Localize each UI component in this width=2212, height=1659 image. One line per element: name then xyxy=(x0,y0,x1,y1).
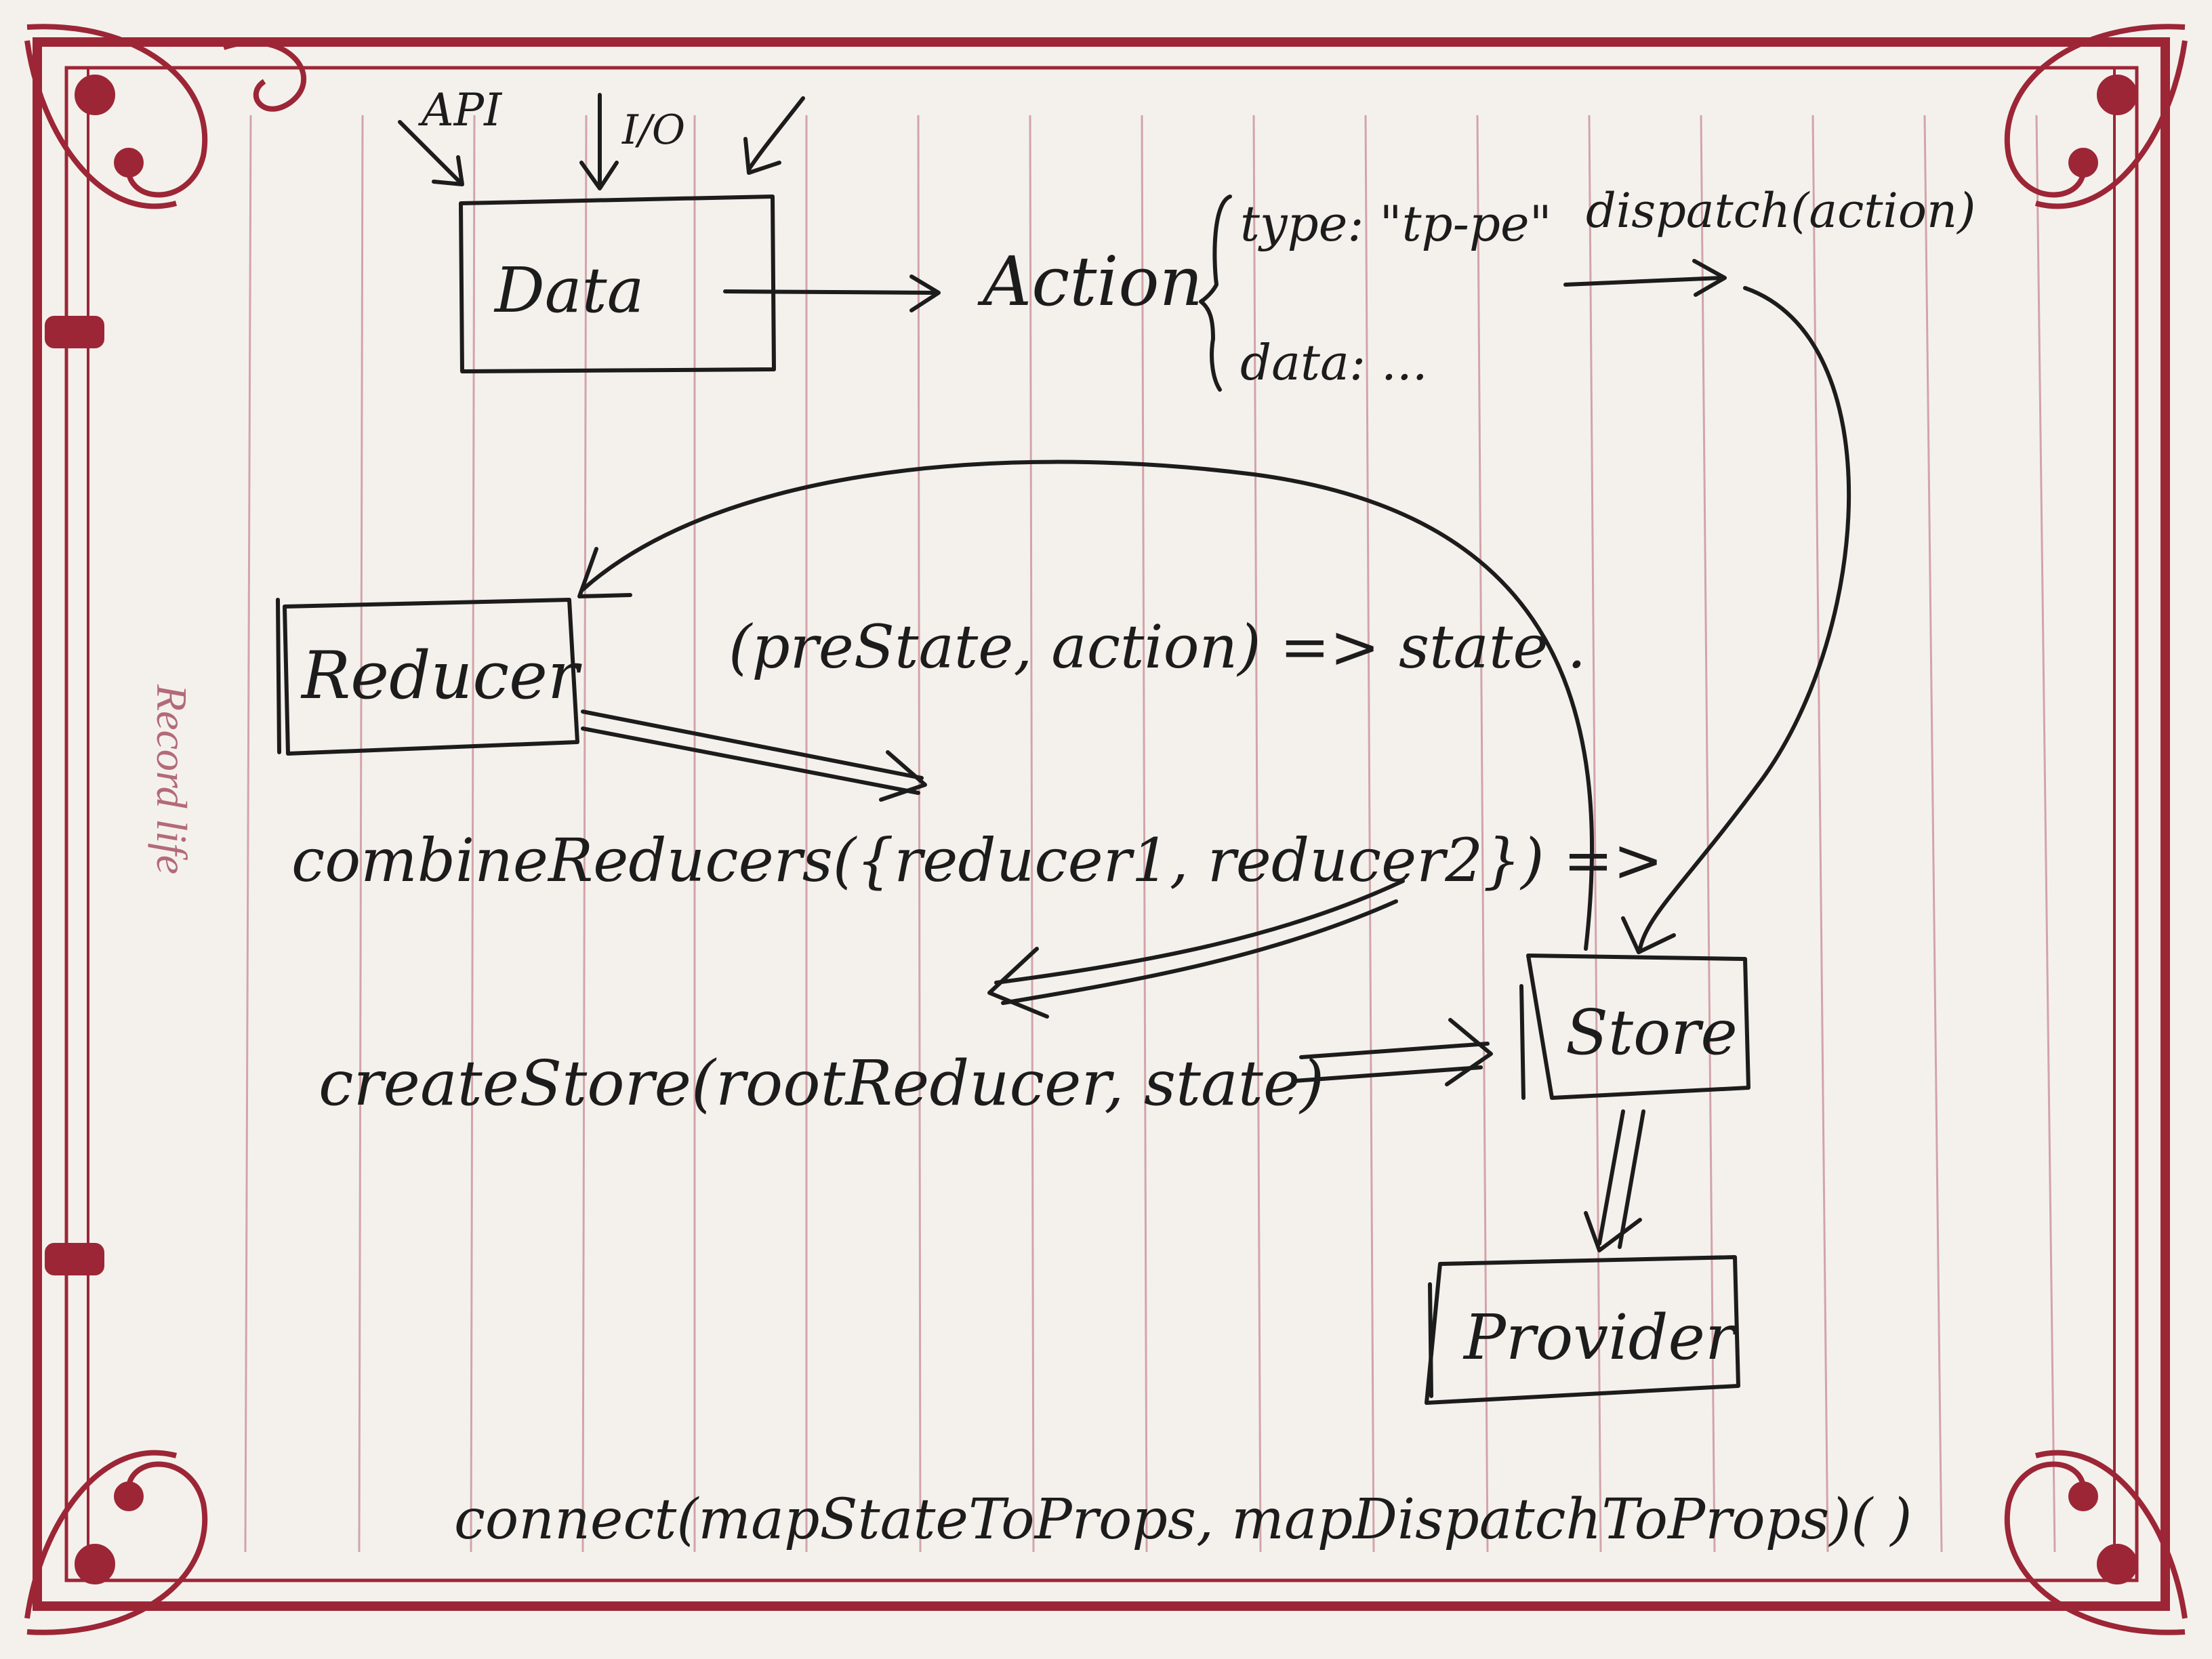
corner-ornaments xyxy=(24,24,2188,1635)
createstore-to-store-arrow xyxy=(1292,1018,1493,1086)
store-to-reducer-arc xyxy=(577,459,1595,951)
combine-to-createstore-arrow xyxy=(987,879,1405,1019)
provider-label: Provider xyxy=(1462,1301,1738,1374)
double-border xyxy=(33,37,2170,1611)
reducer-signature: (preState, action) => state . xyxy=(729,612,1586,682)
reducer-label: Reducer xyxy=(300,638,582,714)
ornament-bottom-left xyxy=(24,1243,207,1635)
side-label: Record life xyxy=(148,684,196,874)
api-label: API xyxy=(417,84,503,136)
data-label: Data xyxy=(493,254,644,327)
vertical-rule-lines xyxy=(244,115,2056,1553)
provider-box xyxy=(1425,1255,1740,1405)
dispatch-label: dispatch(action) xyxy=(1586,183,1975,239)
action-data-field: data: ... xyxy=(1240,334,1428,391)
api-arrow-head xyxy=(432,155,464,186)
dispatch-arrow xyxy=(1563,259,1727,297)
store-to-provider-arrow xyxy=(1584,1109,1645,1252)
io-arrow-head xyxy=(579,161,619,190)
ornament-bottom-right xyxy=(2005,1450,2188,1635)
ornament-top-left xyxy=(24,24,307,348)
store-box xyxy=(1519,954,1750,1100)
third-input-arrow xyxy=(747,96,805,171)
connect-call: connect(mapStateToProps, mapDispatchToPr… xyxy=(454,1488,1912,1552)
dispatch-to-store-curve xyxy=(1621,286,1851,954)
create-store-call: createStore(rootReducer, state) xyxy=(319,1047,1324,1120)
ornament-top-right xyxy=(2005,24,2188,209)
action-brace xyxy=(1199,194,1232,392)
io-label: I/O xyxy=(621,106,685,154)
combine-reducers-call: combineReducers({reducer1, reducer2}) => xyxy=(291,825,1663,895)
reducer-to-combine-arrow xyxy=(581,710,927,802)
data-to-action-arrow xyxy=(723,274,941,312)
third-input-arrow-head xyxy=(743,137,781,175)
action-type-field: type: "tp-pe" xyxy=(1240,195,1552,252)
reducer-box xyxy=(276,598,579,756)
api-arrow xyxy=(398,120,463,185)
data-box xyxy=(459,194,776,373)
action-label: Action xyxy=(977,242,1203,321)
store-label: Store xyxy=(1565,996,1738,1069)
input-arrows xyxy=(398,93,805,190)
